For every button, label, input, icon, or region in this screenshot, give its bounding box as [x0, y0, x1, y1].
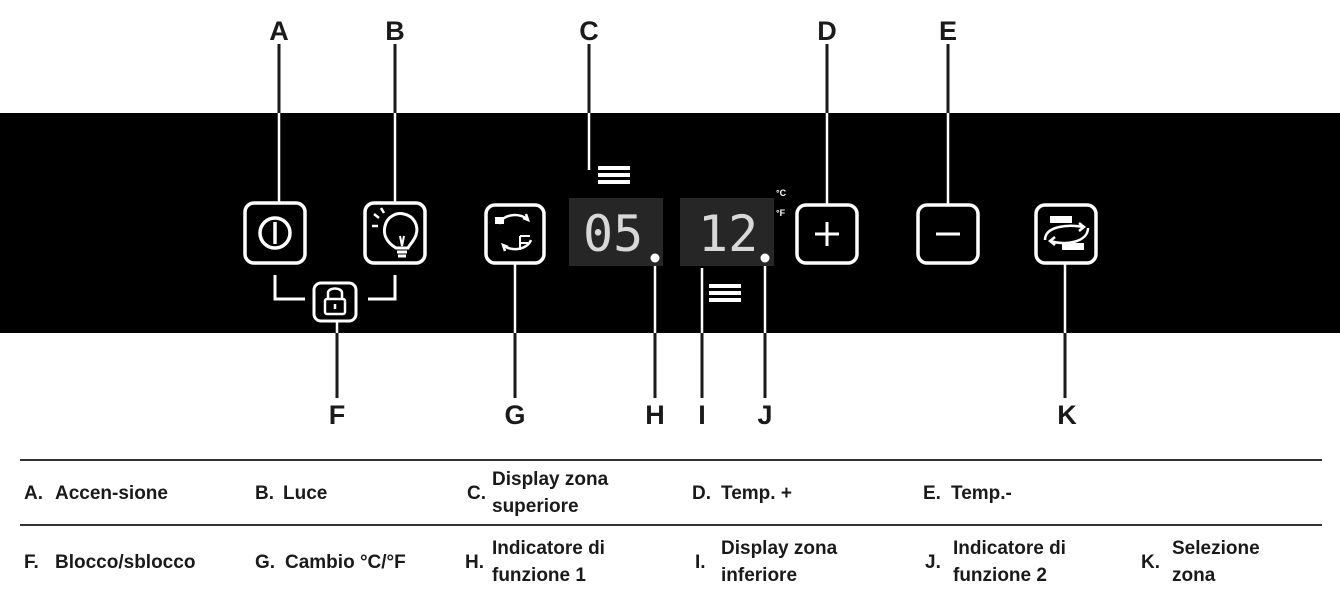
upper-zone-indicator	[598, 166, 630, 170]
callout-letter-j: J	[757, 400, 772, 430]
legend-key: E.	[923, 483, 941, 504]
legend-label: Display zona	[721, 538, 838, 559]
callout-letter-e: E	[939, 16, 957, 46]
lock-combination-bracket	[273, 275, 397, 301]
legend-item-i: I. Display zona inferiore	[695, 538, 838, 586]
legend-label: Display zona	[492, 469, 609, 490]
callout-letter-k: K	[1057, 400, 1077, 430]
callout-letter-c: C	[579, 16, 599, 46]
plus-icon	[815, 222, 839, 246]
legend-item-f: F. Blocco/sblocco	[24, 552, 195, 573]
legend-label: Accen-sione	[55, 483, 168, 504]
power-button[interactable]	[243, 201, 307, 265]
legend-item-k: K. Selezione zona	[1141, 538, 1260, 586]
legend-label: Temp.-	[951, 483, 1012, 504]
power-icon	[258, 216, 292, 250]
legend-key: F.	[24, 552, 39, 573]
legend-key: D.	[692, 483, 711, 504]
legend-key: K.	[1141, 552, 1160, 573]
callout-lines	[277, 44, 1067, 398]
legend-key: I.	[695, 552, 706, 573]
legend-key: C.	[467, 483, 486, 504]
zone-select-button[interactable]	[1034, 203, 1098, 265]
legend-label: Temp. +	[721, 483, 792, 504]
light-button[interactable]	[363, 201, 427, 265]
function-indicator-2	[760, 253, 770, 263]
legend-label: Cambio °C/°F	[285, 552, 406, 573]
legend-item-c: C. Display zona superiore	[467, 469, 609, 517]
callout-letter-f: F	[329, 400, 346, 430]
legend-label: Blocco/sblocco	[55, 552, 195, 573]
legend-label: Luce	[283, 483, 327, 504]
legend-item-d: D. Temp. +	[692, 483, 792, 504]
lower-zone-display: 12 °C °F	[680, 188, 787, 302]
fahrenheit-indicator: °F	[776, 208, 786, 218]
function-indicator-1	[650, 253, 660, 263]
legend-row-2: F. Blocco/sblocco G. Cambio °C/°F H. Ind…	[24, 538, 1260, 586]
legend-label: Indicatore di	[953, 538, 1066, 559]
legend-item-g: G. Cambio °C/°F	[255, 552, 406, 573]
callout-letter-a: A	[269, 16, 289, 46]
light-bulb-icon	[372, 207, 419, 258]
temp-minus-button[interactable]	[916, 203, 980, 265]
lower-zone-value: 12	[698, 205, 758, 263]
legend-label: Indicatore di	[492, 538, 605, 559]
unit-change-button[interactable]	[484, 203, 546, 265]
callout-lines-in-panel	[277, 113, 1067, 333]
callout-letter-i: I	[698, 400, 706, 430]
upper-zone-value: 05	[583, 205, 643, 263]
legend-label: zona	[1172, 565, 1216, 586]
legend-label: funzione 1	[492, 565, 586, 586]
lock-button[interactable]	[312, 281, 358, 323]
legend-key: H.	[465, 552, 484, 573]
legend-label: Selezione	[1172, 538, 1260, 559]
legend-item-b: B. Luce	[255, 483, 327, 504]
legend-key: G.	[255, 552, 275, 573]
legend-key: B.	[255, 483, 274, 504]
legend-item-h: H. Indicatore di funzione 1	[465, 538, 605, 586]
callout-letter-b: B	[385, 16, 405, 46]
legend-row-1: A. Accen-sione B. Luce C. Display zona s…	[24, 469, 1012, 517]
zone-select-icon	[1043, 216, 1090, 250]
legend-label: superiore	[492, 496, 579, 517]
callout-letter-g: G	[504, 400, 525, 430]
padlock-icon	[323, 287, 347, 316]
legend-key: A.	[24, 483, 43, 504]
celsius-indicator: °C	[776, 188, 787, 198]
legend-item-e: E. Temp.-	[923, 483, 1012, 504]
callout-letter-h: H	[645, 400, 665, 430]
legend-item-a: A. Accen-sione	[24, 483, 168, 504]
legend-rules	[20, 459, 1322, 526]
control-panel	[0, 113, 1340, 333]
legend-key: J.	[925, 552, 941, 573]
temp-plus-button[interactable]	[795, 203, 859, 265]
callout-letter-d: D	[817, 16, 837, 46]
legend-label: inferiore	[721, 565, 797, 586]
upper-zone-display: 05	[569, 166, 663, 266]
lower-zone-indicator	[709, 284, 741, 288]
cycle-arrows-icon	[495, 213, 533, 252]
legend-label: funzione 2	[953, 565, 1047, 586]
legend-item-j: J. Indicatore di funzione 2	[925, 538, 1066, 586]
